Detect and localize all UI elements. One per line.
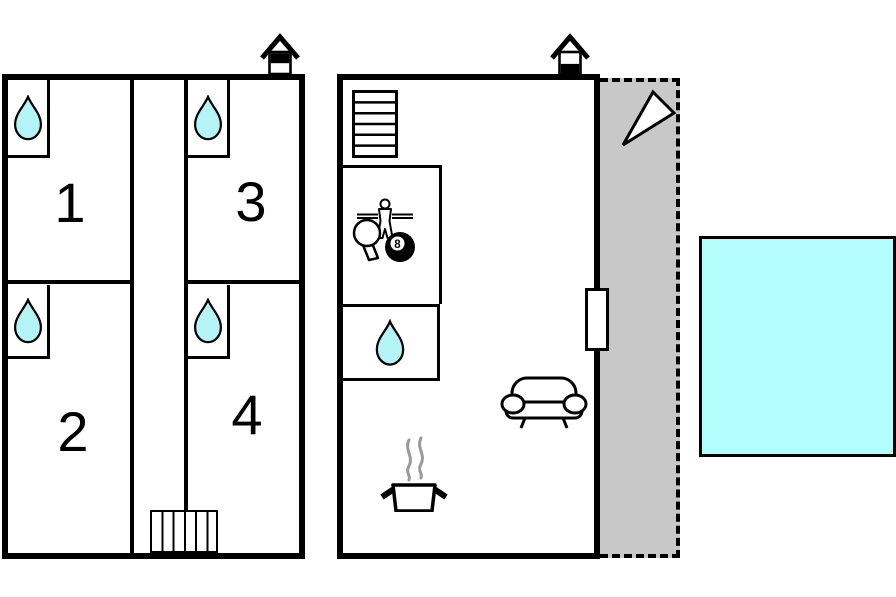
room-1-label: 1 xyxy=(54,171,86,234)
steam-icon xyxy=(406,436,424,482)
water-drop-icon xyxy=(375,318,405,366)
ball-number: 8 xyxy=(394,239,401,251)
washbasin-room4 xyxy=(188,285,230,359)
billiard-8-ball-icon: 8 xyxy=(385,232,415,262)
games-icon-group: 8 xyxy=(352,198,415,262)
room1-room2-divider xyxy=(8,280,130,284)
ladder-stairs-icon xyxy=(352,90,398,158)
house-upper-floor-icon xyxy=(260,33,300,76)
house-ground-floor-icon xyxy=(550,33,590,76)
terrace xyxy=(600,78,680,558)
water-drop-icon xyxy=(13,297,42,343)
north-arrow-icon xyxy=(621,89,677,147)
room-2-label: 2 xyxy=(57,400,89,463)
staircase-icon xyxy=(150,510,218,553)
corridor-left-wall xyxy=(130,80,134,553)
water-drop-icon xyxy=(13,94,42,140)
washbasin-room1 xyxy=(8,80,50,158)
water-drop-icon xyxy=(193,297,222,343)
table-tennis-paddle-icon xyxy=(352,218,382,262)
room3-room4-divider xyxy=(184,280,305,284)
room-4-label: 4 xyxy=(231,383,263,446)
room-3-label: 3 xyxy=(235,170,267,233)
washbasin-room2 xyxy=(8,285,50,359)
corridor-right-wall xyxy=(184,80,188,553)
washbasin-room3 xyxy=(188,80,230,158)
bedroom-building: 1 2 3 4 xyxy=(2,74,305,559)
cooking-pot-icon xyxy=(380,436,448,512)
bathroom xyxy=(343,304,440,381)
sofa-icon xyxy=(500,376,588,429)
water-drop-icon xyxy=(193,94,222,140)
main-building: 8 xyxy=(337,74,600,559)
swimming-pool xyxy=(699,236,896,457)
terrace-door xyxy=(585,288,609,351)
